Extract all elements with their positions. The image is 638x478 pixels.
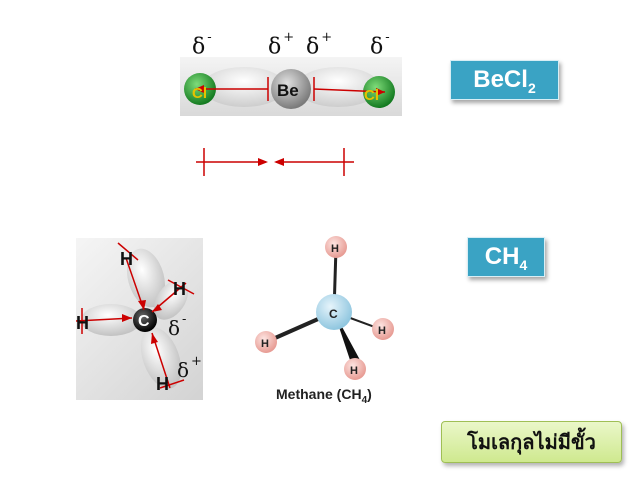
caption-main: Methane (CH — [276, 386, 362, 402]
delta-sign: - — [385, 30, 390, 45]
ch4-model-graphic: H H H C H — [75, 242, 195, 394]
ch4-model-photo: H H H C H — [75, 238, 203, 400]
delta-sign: + — [321, 30, 333, 45]
delta-symbol: δ — [192, 34, 206, 60]
methane-structure-diagram: C H H H H — [255, 236, 394, 380]
delta-sign: + — [283, 30, 295, 45]
orbital-lobe-right — [296, 67, 380, 107]
formula-main: CH — [484, 243, 520, 270]
formula-main: BeCl — [473, 66, 528, 93]
diagram-atom-c: C — [329, 307, 338, 321]
delta-symbol: δ — [306, 34, 320, 60]
orbital-lobe-left — [202, 67, 286, 107]
delta-symbol: δ — [370, 34, 384, 60]
atom-h-left: H — [76, 313, 89, 333]
diagram-atom-h-left: H — [261, 338, 269, 350]
diagram-atom-h-right: H — [378, 325, 386, 337]
caption-subscript: 4 — [361, 394, 368, 406]
dipole-cancel-arrows — [196, 148, 354, 176]
formula-subscript: 2 — [527, 79, 536, 96]
beryllium-sphere — [271, 69, 311, 109]
atom-c: C — [138, 313, 150, 330]
delta-plus-left: δ+ — [268, 30, 294, 60]
ch4-delta-minus: δ- — [168, 312, 186, 340]
methane-caption: Methane (CH4) — [276, 386, 372, 406]
ch4-delta-plus: δ+ — [177, 354, 202, 382]
diagram-atom-h-top: H — [331, 243, 339, 255]
delta-sign: - — [207, 30, 212, 45]
atom-be: Be — [277, 81, 299, 100]
becl2-formula-label: BeCl2 — [450, 60, 559, 100]
atom-h-top: H — [120, 249, 133, 269]
atom-cl-right: Cl — [364, 87, 379, 104]
becl2-model-photo: Cl Be Cl — [180, 57, 402, 116]
becl2-model-graphic: Cl Be Cl — [184, 67, 395, 109]
delta-plus-right: δ+ — [306, 30, 332, 60]
caption-end: ) — [367, 386, 372, 402]
delta-symbol: δ — [177, 358, 190, 382]
diagram-atom-h-bottom: H — [350, 365, 358, 377]
delta-sign: + — [191, 354, 202, 370]
atom-h-right: H — [173, 279, 186, 299]
delta-minus-left: δ- — [192, 30, 212, 60]
atom-h-bottom: H — [156, 374, 169, 394]
delta-symbol: δ — [168, 316, 181, 340]
ch4-formula-label: CH4 — [467, 237, 545, 277]
delta-symbol: δ — [268, 34, 282, 60]
nonpolar-molecule-label: โมเลกุลไม่มีขั้ว — [441, 421, 622, 463]
formula-subscript: 4 — [519, 256, 528, 273]
atom-cl-left: Cl — [192, 85, 207, 102]
delta-sign: - — [182, 312, 187, 328]
delta-minus-right: δ- — [370, 30, 390, 60]
